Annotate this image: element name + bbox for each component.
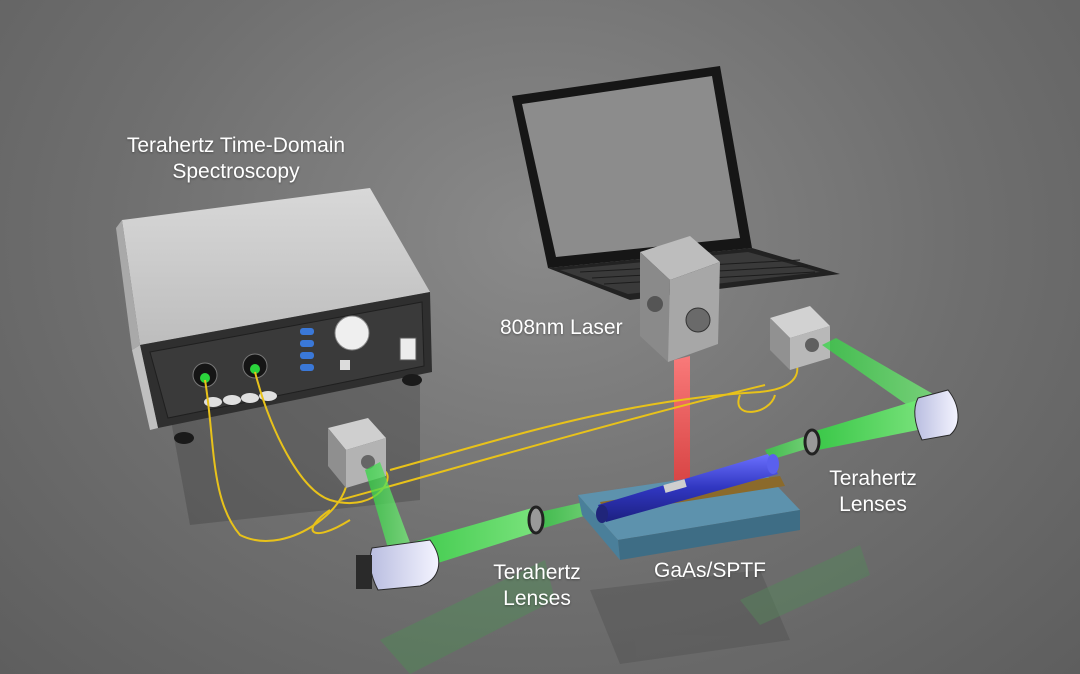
- label-sample: GaAs/SPTF: [640, 558, 780, 584]
- label-thz-tds-line1: Terahertz Time-Domain: [126, 134, 346, 157]
- label-lenses-right-line1: Terahertz: [829, 467, 917, 490]
- label-laser-text: 808nm Laser: [500, 316, 623, 339]
- thz-lens-left: [527, 505, 545, 535]
- parabolic-mirror-left: [356, 539, 440, 591]
- label-lenses-right-line2: Lenses: [839, 493, 907, 516]
- parabolic-mirror-right: [914, 389, 959, 441]
- sample-rod: [596, 454, 779, 523]
- thz-lens-right: [803, 428, 821, 456]
- label-lenses-left: Terahertz Lenses: [482, 560, 592, 612]
- label-laser: 808nm Laser: [500, 315, 640, 341]
- label-lenses-left-line2: Lenses: [503, 587, 571, 610]
- laser-unit: [640, 236, 720, 362]
- thz-tds-instrument: [116, 188, 432, 444]
- label-sample-text: GaAs/SPTF: [653, 559, 767, 582]
- laptop: [512, 66, 840, 300]
- label-lenses-right: Terahertz Lenses: [818, 466, 928, 518]
- label-thz-tds-line2: Spectroscopy: [172, 160, 300, 183]
- label-thz-tds: Terahertz Time-Domain Spectroscopy: [110, 133, 362, 185]
- label-lenses-left-line1: Terahertz: [493, 561, 581, 584]
- thz-detector: [770, 306, 830, 370]
- laser-beam: [674, 356, 690, 490]
